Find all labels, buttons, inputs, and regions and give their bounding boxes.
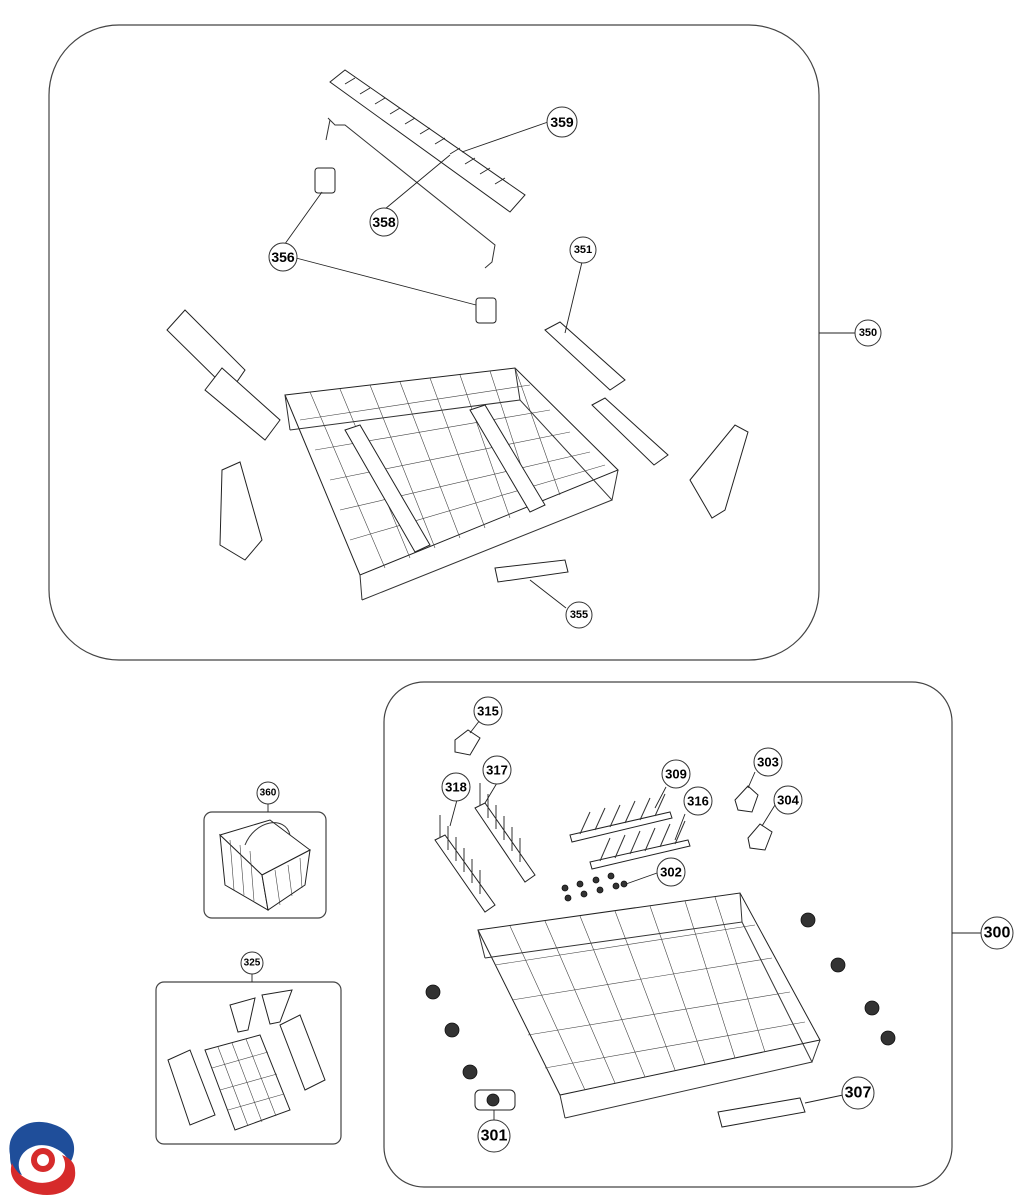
- cutlery-basket-360-frame: [203, 811, 327, 919]
- part-wheels: [425, 912, 896, 1080]
- callout-318: 318: [441, 772, 471, 802]
- svg-text:304: 304: [777, 793, 799, 808]
- upper-basket: [284, 367, 619, 601]
- callout-303: 303: [753, 747, 783, 777]
- callout-316: 316: [683, 786, 713, 816]
- upper-basket-group: 359 358 356 351 350 355: [48, 24, 882, 661]
- svg-text:351: 351: [574, 244, 592, 256]
- svg-text:356: 356: [271, 249, 295, 265]
- svg-text:301: 301: [481, 1128, 508, 1145]
- cutlery-basket-360-group: 360: [203, 781, 327, 919]
- callout-351: 351: [569, 236, 597, 264]
- cutlery-basket-325-frame: [155, 981, 342, 1145]
- cutlery-basket-325-group: 325: [155, 951, 342, 1145]
- callout-301: 301: [477, 1119, 511, 1153]
- part-317-tine-row: [474, 783, 536, 883]
- part-359-rail: [329, 69, 526, 213]
- lower-basket-frame: [383, 681, 953, 1188]
- svg-text:317: 317: [486, 763, 508, 778]
- callout-358: 358: [369, 207, 399, 237]
- svg-text:355: 355: [570, 609, 588, 621]
- part-302-studs: [561, 872, 628, 902]
- callout-304: 304: [773, 785, 803, 815]
- svg-text:315: 315: [477, 704, 499, 719]
- callout-307: 307: [841, 1076, 875, 1110]
- svg-text:359: 359: [550, 114, 574, 130]
- svg-text:316: 316: [687, 794, 709, 809]
- svg-text:318: 318: [445, 780, 467, 795]
- svg-text:307: 307: [845, 1085, 872, 1102]
- lower-basket: [477, 892, 821, 1119]
- svg-text:325: 325: [244, 958, 261, 969]
- svg-text:300: 300: [984, 925, 1011, 942]
- callout-359: 359: [546, 106, 578, 138]
- callout-300: 300: [980, 916, 1014, 950]
- part-304-clip: [747, 823, 773, 851]
- callout-325: 325: [240, 951, 264, 975]
- upper-basket-frame: [48, 24, 820, 661]
- svg-text:358: 358: [372, 214, 396, 230]
- callout-355: 355: [565, 601, 593, 629]
- part-right-side-bracket: [689, 424, 749, 519]
- callout-315: 315: [473, 696, 503, 726]
- part-315-clip: [454, 729, 481, 756]
- part-358-wire: [327, 117, 496, 269]
- svg-text:302: 302: [660, 865, 682, 880]
- callout-309: 309: [661, 759, 691, 789]
- part-303-clip: [734, 785, 759, 813]
- svg-text:350: 350: [859, 327, 877, 339]
- part-301-wheel: [474, 1089, 516, 1111]
- part-360-cutlery-basket: [219, 819, 311, 911]
- lower-basket-group: 315 318 317 309 316 303 304 302: [383, 681, 1014, 1188]
- svg-text:303: 303: [757, 755, 779, 770]
- brand-logo: [9, 1121, 76, 1196]
- part-318-tine-row: [434, 815, 496, 913]
- part-356-clip-bottom: [475, 297, 497, 324]
- svg-text:360: 360: [260, 788, 277, 799]
- callout-317: 317: [482, 755, 512, 785]
- part-355-handle: [494, 559, 569, 583]
- part-325-cutlery-basket: [167, 989, 326, 1131]
- part-351-rack-insert: [544, 321, 669, 466]
- callout-302: 302: [656, 857, 686, 887]
- callout-360: 360: [256, 781, 280, 805]
- part-316-tine-row: [589, 820, 691, 870]
- part-309-tine-row: [569, 793, 673, 843]
- callout-356: 356: [268, 242, 298, 272]
- part-307-handle: [717, 1097, 806, 1128]
- svg-text:309: 309: [665, 767, 687, 782]
- part-356-clip-top: [314, 167, 336, 194]
- part-left-side-racks: [166, 309, 281, 561]
- callout-350: 350: [854, 319, 882, 347]
